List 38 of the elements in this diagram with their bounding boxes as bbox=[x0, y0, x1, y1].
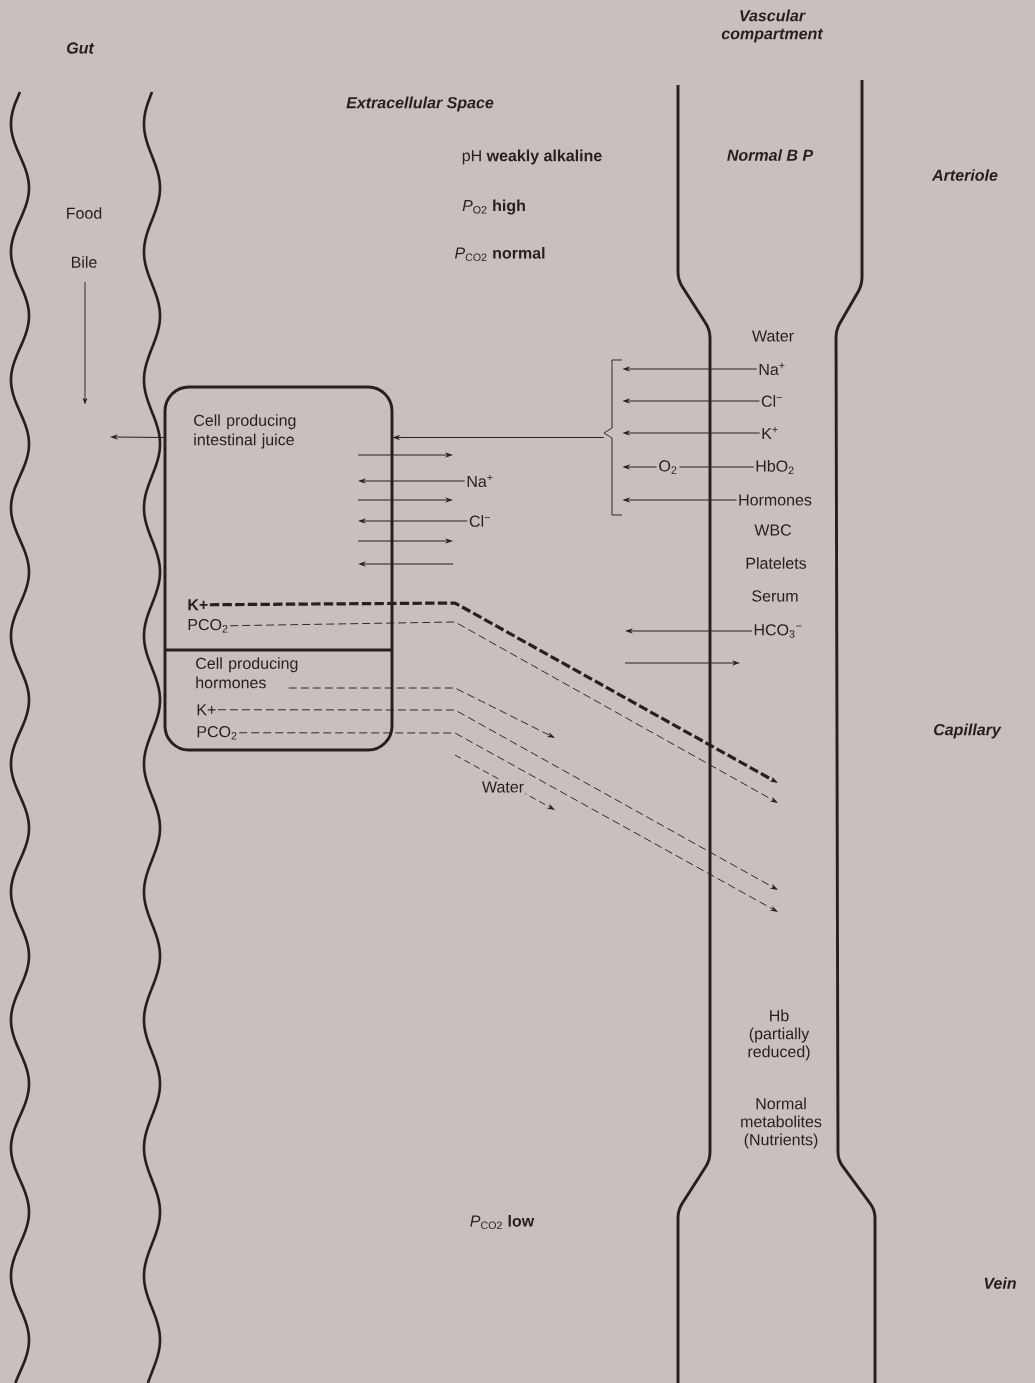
ion-label: HCO$_{3}$− bbox=[754, 624, 802, 638]
heading: Extracellular Space bbox=[346, 96, 494, 112]
ion-label: PCO$_{2}$ bbox=[188, 618, 228, 633]
text-label: Food bbox=[67, 207, 102, 219]
arrow bbox=[229, 621, 778, 803]
text-label: Water bbox=[752, 330, 794, 342]
heading: Arteriole bbox=[931, 169, 998, 181]
heading: Capillary bbox=[934, 723, 1002, 739]
heading: Normal B P bbox=[727, 149, 814, 161]
ion-label: Cl$^{−}$ bbox=[469, 515, 490, 527]
text-label: Platelets bbox=[746, 557, 807, 569]
arrow bbox=[238, 732, 778, 912]
arrow bbox=[217, 709, 778, 890]
text-label: P$_{CO2}$ low bbox=[470, 1214, 535, 1230]
ion-label: K$^{+}$ bbox=[762, 427, 778, 439]
edge-label: O$_{2}$ bbox=[656, 458, 680, 476]
ion-label: Na$^{+}$ bbox=[467, 474, 493, 488]
arrow bbox=[288, 687, 555, 738]
ion-label: Hormones bbox=[739, 494, 812, 506]
ion-label: Na$^{+}$ bbox=[759, 362, 785, 376]
bracket bbox=[603, 359, 623, 516]
text-label: Hb (partially reduced) bbox=[748, 1009, 810, 1061]
ion-label: K+ bbox=[188, 599, 208, 611]
text-label: P$_{O2}$ high bbox=[462, 199, 525, 215]
ion-label: HbO$_{2}$ bbox=[756, 460, 794, 474]
text-label: WBC bbox=[754, 524, 792, 536]
heading: Vascular compartment bbox=[721, 9, 824, 43]
text-label: Water bbox=[480, 780, 526, 794]
text-label: Bile bbox=[72, 256, 97, 268]
text-label: P$_{CO2}$ normal bbox=[455, 246, 545, 262]
text-label: Serum bbox=[752, 590, 798, 602]
text-label: pH weakly alkaline bbox=[462, 149, 602, 165]
text-label: Normal metabolites (Nutrients) bbox=[741, 1097, 822, 1149]
ion-label: PCO$_{2}$ bbox=[197, 725, 237, 740]
ion-label: Cl$^{−}$ bbox=[761, 395, 782, 407]
ion-label: K+ bbox=[197, 704, 216, 716]
heading: Vein bbox=[984, 1277, 1016, 1289]
heading: Gut bbox=[67, 42, 95, 54]
